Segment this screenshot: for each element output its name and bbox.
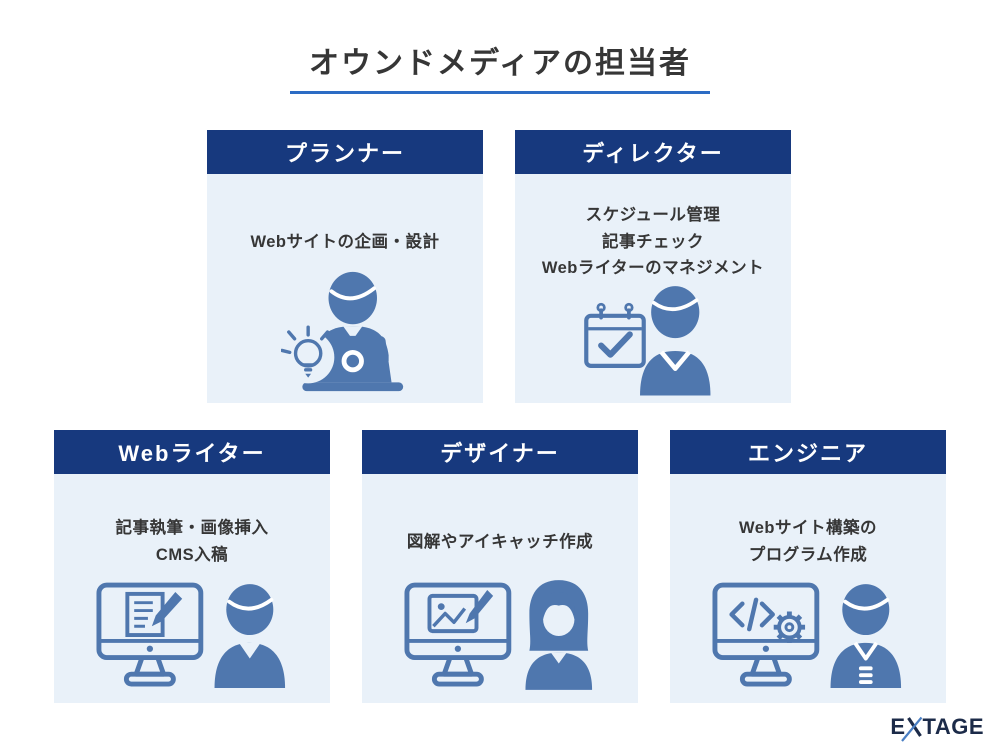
card-header-engineer: エンジニア [670, 430, 946, 474]
monitor-code-person-icon [712, 582, 902, 688]
card-title: Webライター [118, 441, 266, 466]
card-desc-line: 記事執筆・画像挿入 [115, 519, 269, 538]
card-icon-area [515, 282, 791, 396]
card-description: Webサイト構築の プログラム作成 [670, 498, 946, 586]
code-icon [729, 597, 775, 632]
monitor-code-gear-icon [712, 582, 820, 687]
image-icon [427, 593, 479, 634]
card-desc-line: 図解やアイキャッチ作成 [406, 532, 594, 551]
card-icon-area [670, 578, 946, 696]
card-title: エンジニア [747, 441, 868, 466]
card-icon-area [54, 578, 330, 696]
calendar-check-icon [584, 302, 646, 368]
person-icon [830, 584, 902, 688]
card-header-web-writer: Webライター [54, 430, 330, 474]
card-engineer: エンジニア Webサイト構築の プログラム作成 [670, 430, 946, 703]
card-desc-line: プログラム作成 [748, 546, 868, 564]
card-header-director: ディレクター [515, 130, 791, 174]
card-desc-line: Webライターのマネジメント [541, 259, 765, 278]
extage-logo: E TAGE [890, 714, 984, 742]
person-laptop-lightbulb-icon [281, 271, 404, 392]
person-icon [640, 286, 711, 396]
monitor-document-pencil-icon [96, 582, 204, 687]
card-description: スケジュール管理 記事チェック Webライターのマネジメント [515, 198, 791, 286]
card-icon-area [207, 268, 483, 396]
card-header-planner: プランナー [207, 130, 483, 174]
card-icon-area [362, 578, 638, 696]
page-title: オウンドメディアの担当者 [309, 47, 691, 80]
card-desc-line: Webサイトの企画・設計 [250, 232, 440, 251]
monitor-design-person-icon [404, 580, 593, 690]
card-body: Webサイトの企画・設計 [207, 174, 483, 403]
logo-text-suffix: TAGE [922, 714, 984, 739]
card-description: Webサイトの企画・設計 [207, 198, 483, 286]
monitor-image-brush-icon [404, 582, 512, 687]
monitor-writing-person-icon [96, 582, 286, 688]
female-person-icon [525, 580, 593, 690]
card-desc-line: CMS入稿 [155, 546, 229, 564]
calendar-check-person-icon [584, 286, 711, 396]
gear-icon [773, 611, 806, 643]
card-body: Webサイト構築の プログラム作成 [670, 474, 946, 703]
laptop-icon [302, 335, 404, 392]
card-title: ディレクター [582, 141, 724, 166]
logo-text-prefix: E [890, 714, 906, 739]
title-underline [290, 91, 710, 94]
card-body: 記事執筆・画像挿入 CMS入稿 [54, 474, 330, 703]
card-title: プランナー [284, 141, 405, 166]
card-planner: プランナー Webサイトの企画・設計 [207, 130, 483, 403]
card-description: 図解やアイキャッチ作成 [362, 498, 638, 586]
card-body: スケジュール管理 記事チェック Webライターのマネジメント [515, 174, 791, 403]
person-icon [214, 584, 286, 688]
card-designer: デザイナー 図解やアイキャッチ作成 [362, 430, 638, 703]
card-description: 記事執筆・画像挿入 CMS入稿 [54, 498, 330, 586]
card-body: 図解やアイキャッチ作成 [362, 474, 638, 703]
card-desc-line: スケジュール管理 [585, 205, 721, 224]
card-header-designer: デザイナー [362, 430, 638, 474]
card-director: ディレクター スケジュール管理 記事チェック Webライターのマネジメント [515, 130, 791, 403]
card-title: デザイナー [440, 441, 560, 466]
pencil-icon [151, 591, 183, 627]
card-web-writer: Webライター 記事執筆・画像挿入 CMS入稿 [54, 430, 330, 703]
lightbulb-icon [281, 325, 335, 384]
logo-x-icon [900, 716, 922, 742]
card-desc-line: Webサイト構築の [738, 519, 878, 538]
card-desc-line: 記事チェック [602, 232, 704, 251]
brush-icon [465, 589, 494, 624]
